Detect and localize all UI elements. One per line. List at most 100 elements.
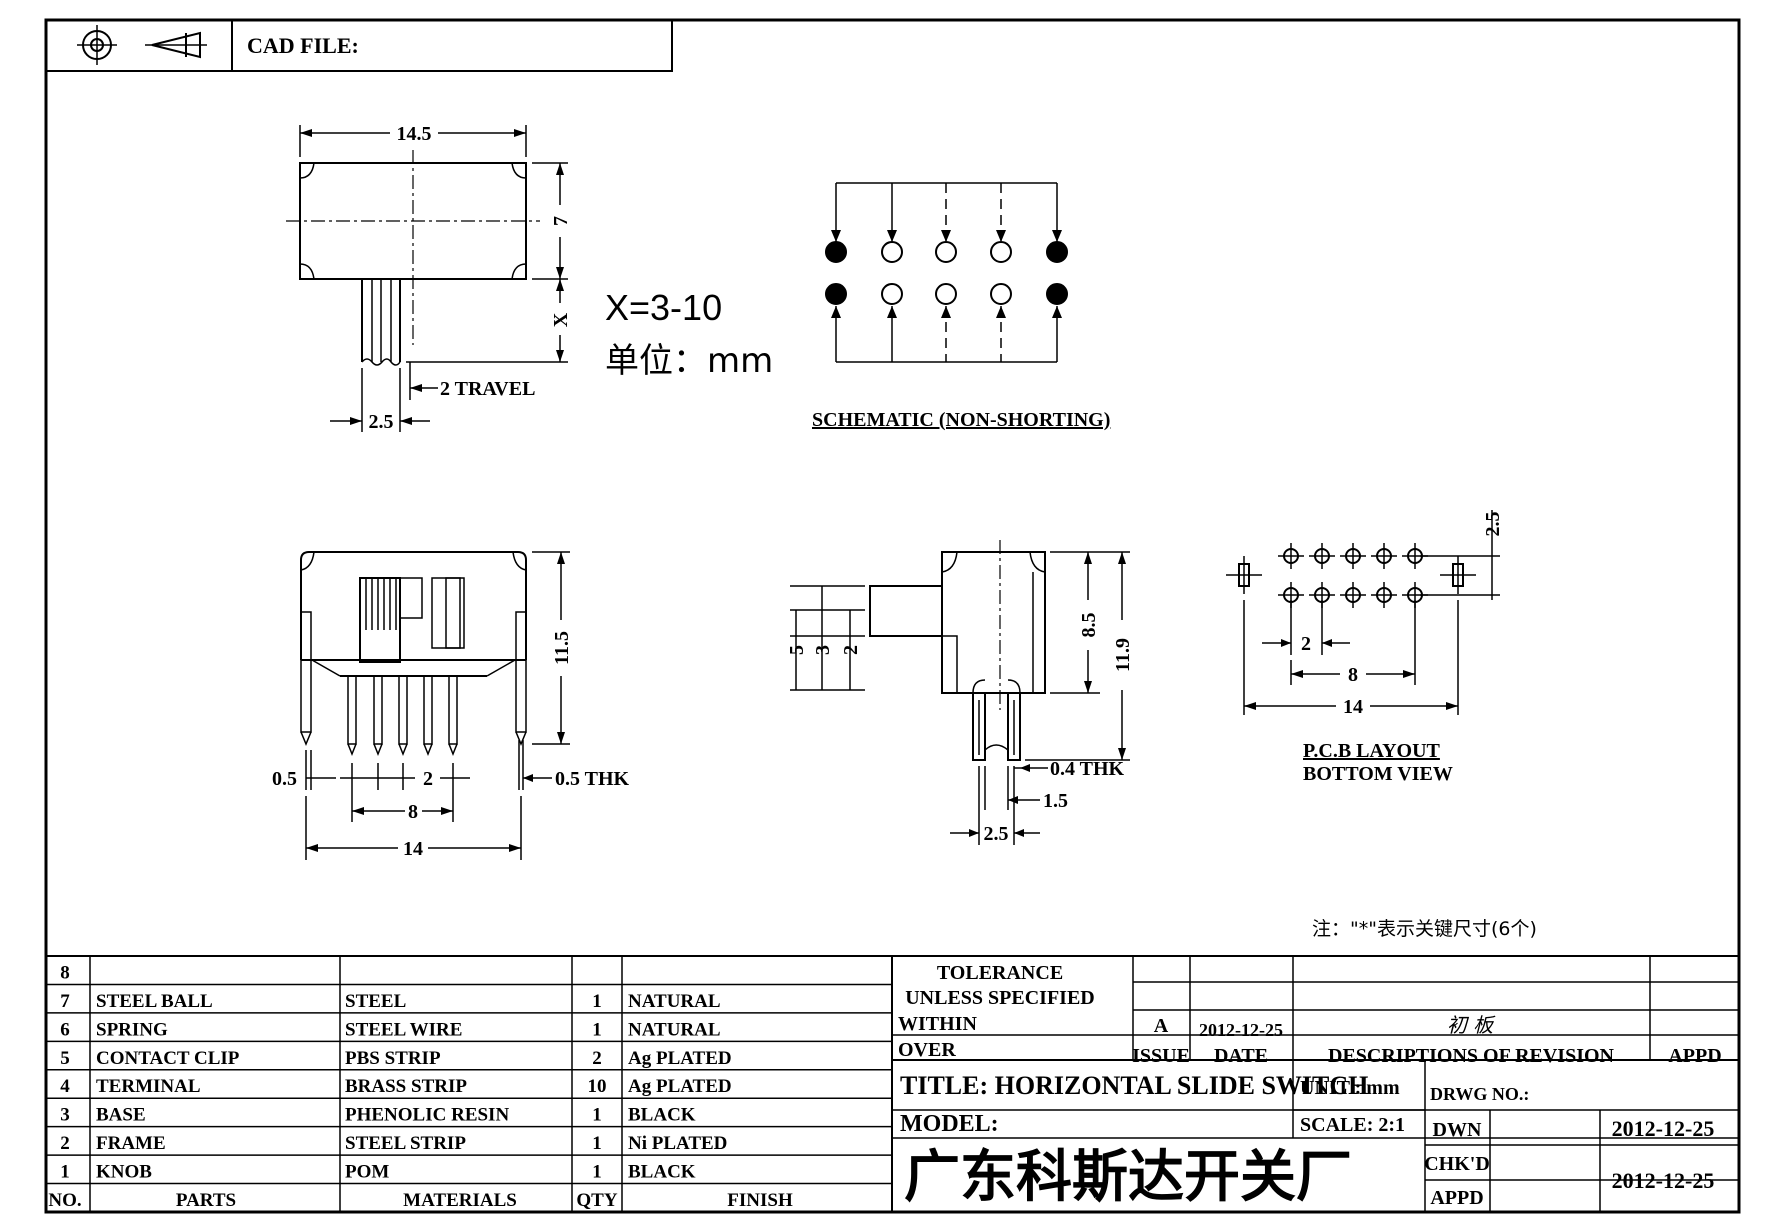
tolerance-label: TOLERANCE [937, 962, 1063, 984]
bom-header-cell: MATERIALS [403, 1190, 517, 1211]
bom-cell-qty: 1 [592, 1105, 602, 1126]
terminal-pin-tip [347, 743, 357, 757]
bom-cell-qty: 1 [592, 991, 602, 1012]
revision-text: 初 板 [1447, 1013, 1496, 1037]
bom-cell-finish: Ni PLATED [628, 1133, 727, 1154]
bom-cell-no: 1 [60, 1162, 70, 1183]
schematic-arrow [996, 230, 1006, 242]
drwg-no-label: DRWG NO.: [1430, 1084, 1529, 1104]
schematic-arrow [831, 230, 841, 242]
terminal-pin [347, 675, 357, 745]
bom-cell-part: CONTACT CLIP [96, 1048, 240, 1069]
bom-cell-part: SPRING [96, 1019, 168, 1040]
over-label: OVER [898, 1039, 956, 1061]
pcb-dim-total: 14 [1343, 696, 1363, 718]
pcb-dim-pitch-v: 2.5 [1482, 512, 1504, 537]
bom-cell-finish: BLACK [628, 1162, 696, 1183]
within-label: WITHIN [898, 1013, 977, 1035]
bom-cell-qty: 1 [592, 1019, 602, 1040]
dwn-label: DWN [1433, 1119, 1482, 1141]
terminal-pin [448, 675, 458, 745]
front-dim-span: 8 [408, 801, 418, 823]
title-block: TOLERANCE UNLESS SPECIFIED WITHIN OVER A… [891, 956, 1739, 1212]
terminal-pin [423, 675, 433, 745]
schematic-arrow [887, 306, 897, 318]
issue-label: ISSUE [1132, 1045, 1190, 1067]
date-label: DATE [1214, 1045, 1268, 1067]
dim-travel-label: 2 TRAVEL [440, 378, 535, 400]
terminal-pin-tip [373, 743, 383, 757]
side-dim-2: 2 [840, 645, 862, 655]
descriptions-label: DESCRIPTIONS OF REVISION [1328, 1045, 1615, 1067]
chk-date: 2012-12-25 [1612, 1168, 1715, 1193]
top-view: 14.5 7 X 2 TRAVEL 2.5 [286, 123, 572, 433]
bom-cell-no: 7 [60, 991, 70, 1012]
side-dim-119: 11.9 [1112, 638, 1134, 672]
front-dim-pitch: 2 [423, 768, 433, 790]
projection-target-icon [77, 25, 117, 65]
dim-x-label: X [550, 312, 572, 327]
bom-header-cell: NO. [48, 1190, 81, 1211]
bom-cell-finish: Ag PLATED [628, 1048, 732, 1069]
bom-cell-no: 8 [60, 962, 70, 983]
drawing-title: TITLE: HORIZONTAL SLIDE SWITCH [900, 1071, 1368, 1100]
front-dim-total: 14 [403, 838, 423, 860]
bom-cell-material: STEEL WIRE [345, 1019, 462, 1040]
unless-label: UNLESS SPECIFIED [905, 987, 1095, 1009]
side-dim-15: 1.5 [1043, 790, 1068, 812]
schematic-arrow [996, 306, 1006, 318]
bom-cell-qty: 10 [588, 1076, 607, 1097]
schematic-contact [990, 283, 1012, 305]
bom-cell-no: 6 [60, 1019, 70, 1040]
dim-knob-label: 2.5 [369, 411, 394, 433]
bom-cell-material: POM [345, 1162, 389, 1183]
schematic-contact [990, 241, 1012, 263]
schematic-arrow [1052, 306, 1062, 318]
front-view: 11.5 0.5 2 0.5 THK 8 14 [272, 551, 630, 860]
dim-height-label: 7 [550, 216, 572, 226]
dim-width-label: 14.5 [397, 123, 432, 145]
pcb-layout: 2.5 2 8 14 P.C.B LAYOUT BOTTOM VIEW [1226, 510, 1504, 785]
front-dim-height: 11.5 [551, 631, 573, 665]
bom-cell-qty: 1 [592, 1162, 602, 1183]
dwn-date: 2012-12-25 [1612, 1116, 1715, 1141]
bom-header-cell: FINISH [727, 1190, 793, 1211]
header-box: CAD FILE: [46, 20, 673, 72]
bom-cell-no: 5 [60, 1048, 70, 1069]
schematic-arrow [941, 230, 951, 242]
terminal-pin-tip [448, 743, 458, 757]
bom-cell-no: 4 [60, 1076, 70, 1097]
pcb-caption-layout: P.C.B LAYOUT [1303, 740, 1441, 762]
front-dim-left: 0.5 [272, 768, 297, 790]
bom-cell-part: KNOB [96, 1162, 152, 1183]
bom-cell-finish: NATURAL [628, 1019, 721, 1040]
schematic-diagram [825, 182, 1068, 363]
schematic-arrow [831, 306, 841, 318]
terminal-pin-tip [423, 743, 433, 757]
bom-cell-no: 2 [60, 1133, 70, 1154]
schematic-contact [881, 241, 903, 263]
schematic-contact [935, 283, 957, 305]
schematic-contact [1046, 283, 1068, 305]
schematic-contact [825, 241, 847, 263]
schematic-arrow [1052, 230, 1062, 242]
knob-ribs [365, 578, 397, 630]
pcb-dim-pitch: 2 [1301, 633, 1311, 655]
schematic-contact [825, 283, 847, 305]
bom-header-cell: QTY [576, 1190, 617, 1211]
projection-cone-icon [145, 31, 207, 59]
terminal-pin-tip [398, 743, 408, 757]
side-dim-85: 8.5 [1078, 613, 1100, 638]
issue-date: 2012-12-25 [1199, 1020, 1283, 1040]
bom-cell-material: PHENOLIC RESIN [345, 1105, 509, 1126]
bom-cell-qty: 1 [592, 1133, 602, 1154]
cad-file-label: CAD FILE: [247, 33, 359, 58]
bom-cell-finish: Ag PLATED [628, 1076, 732, 1097]
bom-cell-finish: NATURAL [628, 991, 721, 1012]
appd-label: APPD [1668, 1045, 1721, 1067]
unit-label: UNIT : mm [1300, 1077, 1400, 1099]
side-dim-25: 2.5 [984, 823, 1009, 845]
pcb-dim-span: 8 [1348, 664, 1358, 686]
